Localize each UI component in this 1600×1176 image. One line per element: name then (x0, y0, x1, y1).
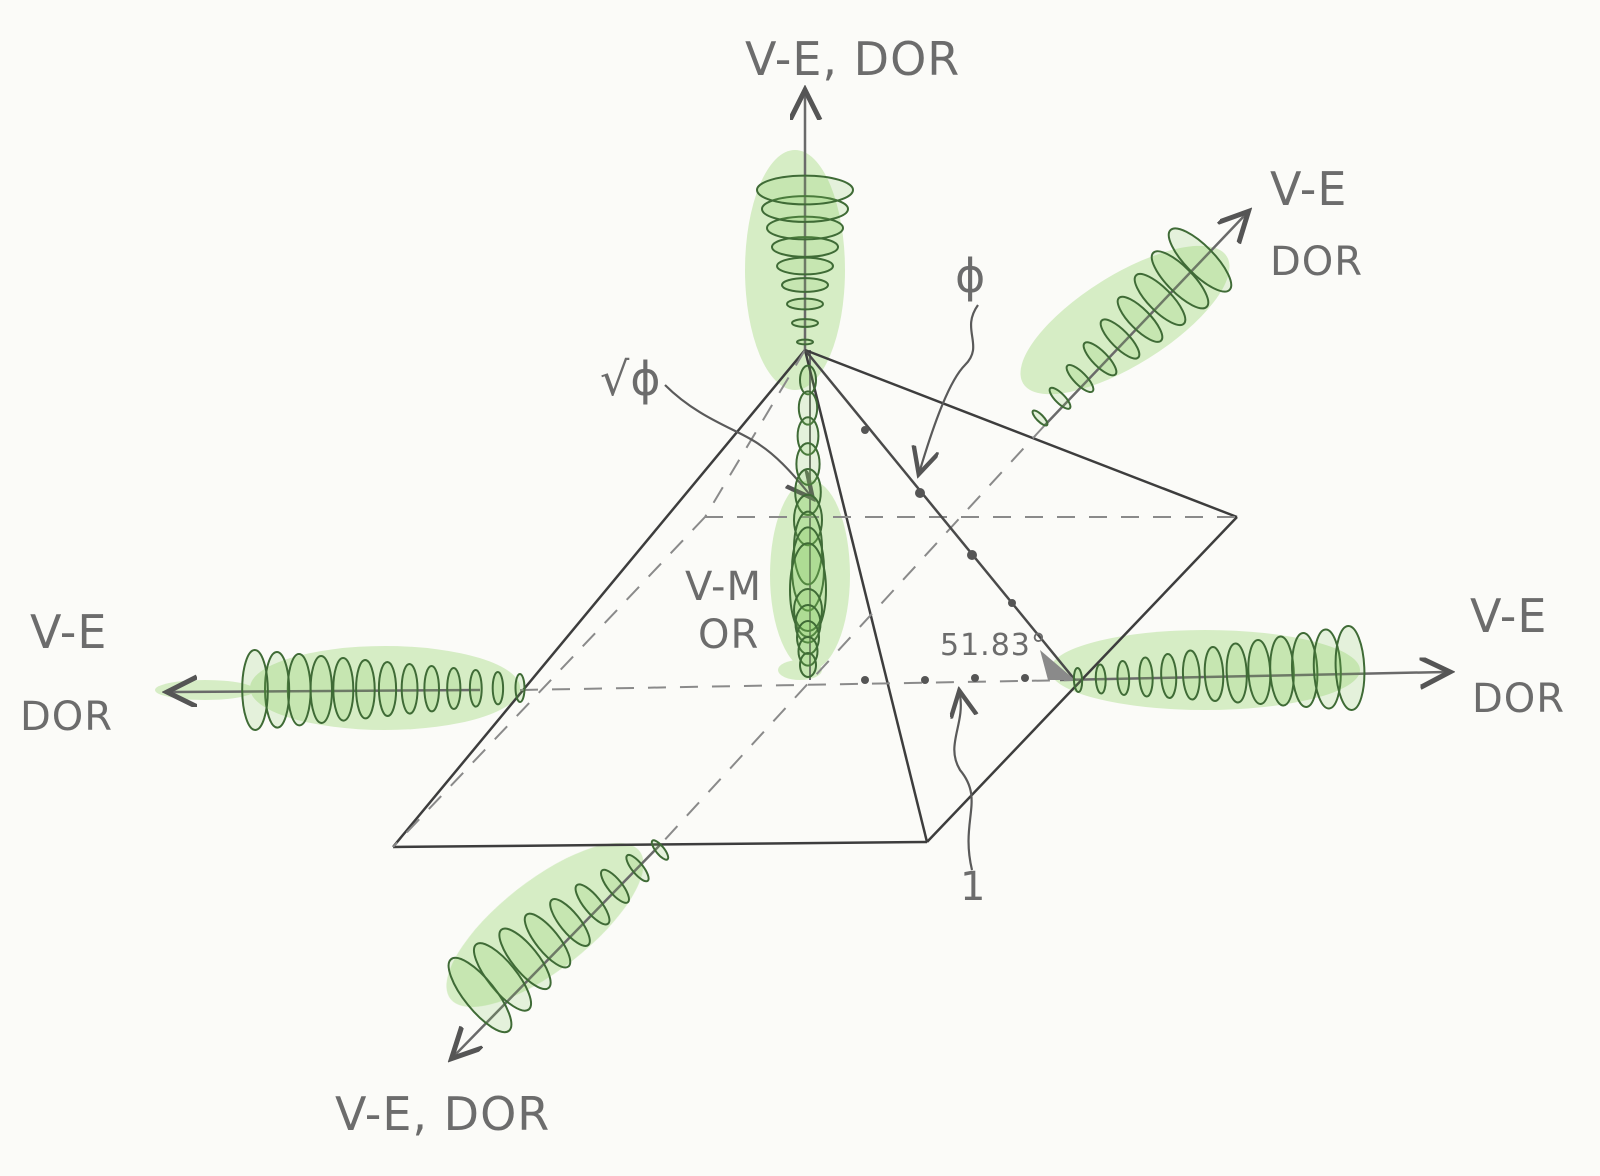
vortex-right-ring (1334, 625, 1366, 711)
vortex-top-ring (796, 338, 814, 346)
vortex-left-ring (468, 669, 483, 708)
vortex-left-ring (514, 673, 526, 703)
vortex-right-ring (1160, 653, 1178, 699)
label-sqrt-phi: √ϕ (600, 352, 662, 406)
vortex-center-upper-ring (795, 442, 821, 486)
vortex-right-ring (1225, 642, 1248, 704)
label-right-2: DOR (1472, 676, 1565, 722)
sqrt-phi-leader (664, 384, 810, 495)
vortex-top-ring (756, 174, 854, 206)
axis-left (172, 690, 481, 692)
label-center-1: V-M (685, 564, 762, 610)
vortex-upper-right-ring (1065, 363, 1095, 394)
axis-lower-left (455, 844, 661, 1055)
vortex-left-ring (446, 667, 462, 710)
label-left-1: V-E (30, 605, 107, 659)
vortex-right-ring (1138, 656, 1154, 698)
leaders (664, 304, 979, 871)
vortex-right (1072, 625, 1366, 711)
vortex-left-ring (491, 671, 505, 706)
vortex-right-ring (1312, 628, 1342, 710)
vortex-top-ring (776, 256, 834, 276)
hidden-midline (519, 679, 1076, 691)
vortex-center-lower-ring (799, 652, 817, 678)
vortex-left-ring (241, 649, 269, 731)
vortex-upper-right-ring (1116, 295, 1164, 343)
vortex-top (756, 174, 854, 346)
vortex-left-ring (355, 659, 376, 720)
vortex-lower-left-ring (523, 912, 572, 969)
vortex-left-ring (332, 657, 355, 722)
vortex-right-ring (1203, 646, 1225, 702)
vortex-right-ring (1116, 660, 1131, 696)
hidden-edge-back (704, 349, 806, 518)
vortex-right-ring (1269, 635, 1295, 707)
label-phi: ϕ (955, 249, 986, 303)
pyramid-edge-right (804, 348, 1238, 519)
label-right-1: V-E (1470, 589, 1547, 643)
vortex-center-upper-ring (794, 468, 822, 516)
apothem (804, 349, 1076, 684)
label-one: 1 (960, 864, 986, 910)
angle-mark (1040, 650, 1075, 680)
vortex-upper-right-ring (1099, 318, 1141, 360)
labels: V-E, DOR V-E DOR V-E DOR V-E DOR V-E, DO… (20, 32, 1565, 1141)
label-top: V-E, DOR (745, 32, 960, 86)
vortex-center-lower (793, 588, 823, 678)
vortex-top-ring (786, 297, 824, 311)
label-upper-right-1: V-E (1270, 162, 1347, 216)
vortex-left-ring (400, 663, 419, 715)
vortex-center-lower-ring (797, 636, 819, 667)
vortex-lower-left (447, 839, 670, 1034)
vortex-top-ring (766, 215, 844, 241)
vortex-lower-left-ring (625, 853, 650, 883)
label-bottom: V-E, DOR (335, 1087, 550, 1141)
vortex-lower-left-ring (549, 898, 591, 947)
pyramid-edge-left (392, 349, 806, 848)
one-leader (954, 695, 972, 871)
vortex-left-ring (377, 661, 398, 717)
vortex-top-ring (771, 236, 839, 258)
vortex-lower-left-ring (574, 883, 611, 926)
axis-right (1059, 672, 1445, 680)
label-upper-right-2: DOR (1270, 239, 1363, 285)
vortex-left (241, 649, 526, 731)
vortex-top-ring (791, 318, 819, 328)
vortex-lower-left-ring (447, 956, 513, 1034)
label-left-2: DOR (20, 694, 113, 740)
vortex-left-ring (423, 665, 441, 713)
phi-leader (920, 304, 979, 470)
vortex-lower-left-ring (600, 868, 630, 904)
vortex-lower-left-ring (498, 927, 552, 991)
axis-upper-right (1044, 215, 1245, 426)
vortex-center-upper-ring (797, 390, 819, 426)
vortex-center-upper-ring (799, 364, 817, 396)
vortex-right-ring (1181, 649, 1201, 701)
vortex-upper-right-ring (1082, 341, 1118, 377)
vortex-upper-right (1031, 227, 1233, 427)
pyramid-edge-front (803, 349, 929, 843)
vortex-left-ring (309, 655, 334, 724)
vortex-upper-right-ring (1048, 386, 1072, 410)
label-center-2: OR (698, 612, 759, 658)
vortex-right-ring (1094, 663, 1107, 695)
vortex-left-ring (263, 651, 291, 729)
vortex-left-ring (286, 653, 312, 727)
vortex-top-ring (781, 277, 829, 293)
vortex-center-lower-ring (794, 604, 822, 644)
vortex-lower-left-ring (650, 839, 670, 861)
vortex-upper-right-ring (1133, 272, 1187, 327)
label-angle: 51.83° (940, 628, 1047, 663)
pyramid-hidden-edges (392, 349, 1237, 848)
vortex-center-upper (793, 364, 823, 547)
vortex-center-lower-ring (793, 588, 823, 632)
vortex-right-ring (1291, 632, 1319, 708)
hidden-base-left (392, 516, 706, 848)
vortex-upper-right-ring (1167, 227, 1233, 293)
vortex-right-ring (1072, 667, 1084, 693)
vortex-upper-right-ring (1031, 409, 1049, 427)
vortex-spirals (241, 174, 1366, 1034)
